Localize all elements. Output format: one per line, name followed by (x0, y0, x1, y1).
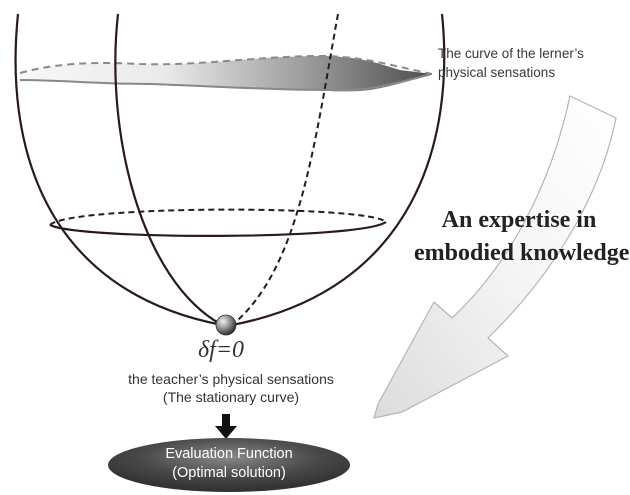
expertise-heading-line2: embodied knowledge (414, 240, 630, 266)
curved-arrow-icon (373, 95, 617, 419)
teacher-curve-label: the teacher’s physical sensations (The s… (96, 370, 366, 406)
learner-curve-solid (19, 73, 433, 92)
evaluation-label-line2: (Optimal solution) (172, 465, 286, 481)
stationary-condition-formula: δf=0 (198, 337, 245, 363)
bowl-left-wall (14, 13, 223, 327)
teacher-curve-label-line2: (The stationary curve) (162, 389, 300, 405)
learner-curve-dashed (19, 54, 433, 75)
evaluation-label-line1: Evaluation Function (165, 446, 293, 462)
evaluation-function-label: Evaluation Function (Optimal solution) (108, 445, 350, 483)
learner-curve-label-line1: The curve of the lerner’s (438, 46, 584, 61)
bowl-ring-back (49, 208, 387, 226)
expertise-heading-line1: An expertise in (441, 207, 597, 233)
learner-curve-label: The curve of the lerner’s physical sensa… (438, 44, 584, 82)
bowl-inner-meridian (114, 13, 223, 326)
down-arrow-icon (215, 414, 237, 439)
bowl-right-wall (231, 13, 446, 327)
learner-curve-label-line2: physical sensations (438, 65, 556, 80)
expertise-heading: An expertise in embodied knowledge (414, 204, 630, 270)
teacher-curve-label-line1: the teacher’s physical sensations (128, 371, 334, 387)
evaluation-ellipse (108, 438, 350, 492)
bowl-ring-front (49, 221, 387, 237)
bowl-back-meridian (231, 13, 339, 326)
stationary-point-ball (215, 314, 237, 336)
